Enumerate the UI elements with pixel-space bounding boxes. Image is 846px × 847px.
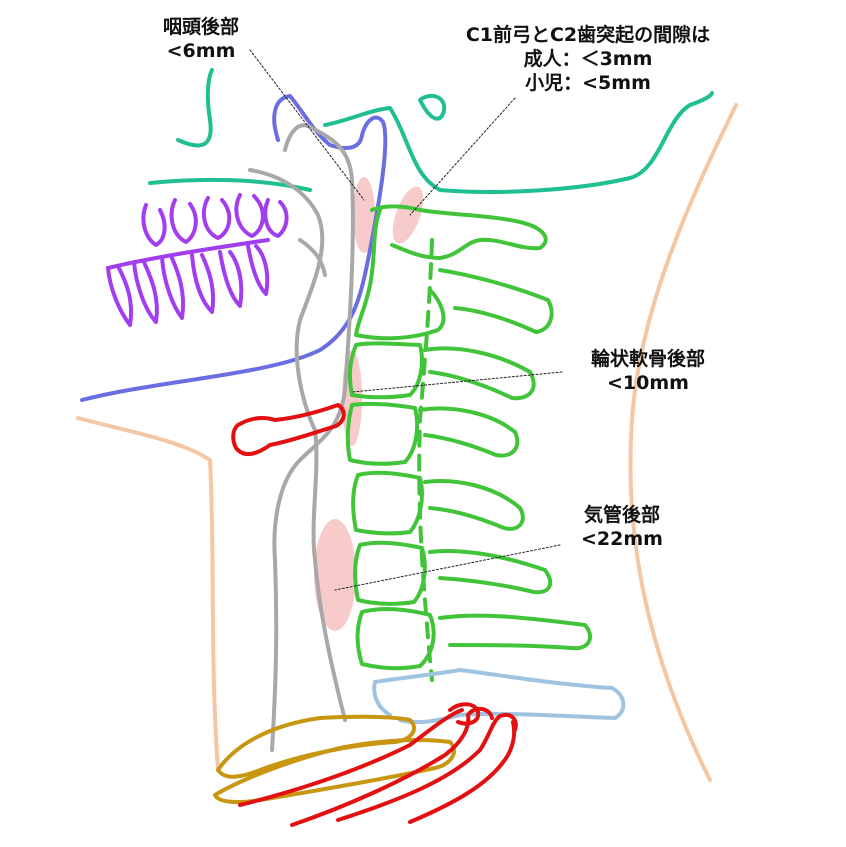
c2-axis-body	[354, 208, 446, 341]
pharynx-value: <6mm	[166, 39, 236, 62]
skin-front-of-neck	[76, 416, 220, 772]
pharynx-title: 咽頭後部	[162, 16, 239, 38]
rib-4	[408, 720, 517, 824]
c4-spinous	[418, 406, 520, 458]
c3-spinous	[423, 346, 536, 401]
leader-lines	[249, 49, 563, 591]
upper-molar-5	[263, 198, 289, 238]
clavicle-upper	[216, 714, 416, 779]
airway-outline	[248, 123, 355, 752]
rib-3	[336, 713, 518, 822]
prevertebral-trachea-highlight	[314, 519, 356, 631]
rib-1	[238, 708, 464, 807]
spinal-canal-line	[417, 238, 434, 682]
scapula-medial	[372, 680, 392, 717]
skull-base-occiput	[323, 91, 714, 194]
occlusal-line	[106, 238, 270, 270]
skin-outline	[76, 103, 738, 782]
pharynx-leader	[249, 49, 365, 201]
lower-tooth-2	[132, 260, 159, 324]
ribs	[238, 702, 518, 827]
c5-spinous	[423, 479, 525, 531]
cervical-spine	[345, 204, 592, 682]
mandible-ramus	[80, 94, 388, 402]
lower-tooth-6	[246, 244, 270, 296]
skull-mastoid-loop	[418, 93, 447, 121]
cricoid-label: 輪状軟骨後部 <10mm	[568, 348, 728, 396]
cricoid-value: <10mm	[607, 371, 689, 394]
trachea-leader	[334, 544, 561, 591]
rib-head-loop	[448, 702, 481, 726]
skull-upper-hook	[176, 68, 214, 148]
atlanto-dens-leader	[409, 97, 516, 216]
skin-back-of-neck	[628, 103, 738, 782]
upper-molar-1	[141, 203, 167, 247]
pharynx-label: 咽頭後部 <6mm	[148, 16, 254, 64]
c5-body	[351, 470, 424, 536]
c1-atlas	[370, 204, 548, 260]
upper-molar-3	[201, 196, 232, 240]
atlanto-dens-child: 小児：<5mm	[525, 71, 651, 94]
c7-body	[355, 607, 436, 671]
airway-epiglottis	[298, 238, 327, 277]
c6-body	[353, 540, 427, 606]
mandible-outline	[80, 94, 388, 402]
c3-body	[347, 341, 424, 400]
c2-spinous	[438, 268, 554, 334]
atlanto-dens-highlight	[392, 186, 424, 244]
atlanto-dens-title: C1前弓とC2歯突起の間隙は	[465, 24, 711, 46]
lower-tooth-3	[160, 256, 185, 320]
lower-tooth-5	[218, 250, 244, 308]
c6-spinous	[428, 548, 553, 595]
cricoid-title: 輪状軟骨後部	[590, 348, 705, 370]
atlanto-dens-label: C1前弓とC2歯突起の間隙は 成人：＜3mm 小児：<5mm	[432, 24, 744, 95]
lower-tooth-1	[106, 264, 133, 327]
scapula-outline	[372, 668, 626, 725]
trachea-title: 気管後部	[583, 504, 660, 526]
airway-anterior-wall	[248, 168, 347, 722]
cricoid-leader	[351, 371, 563, 393]
prevertebral-pharynx-highlight	[353, 177, 375, 253]
lower-tooth-4	[190, 253, 215, 314]
trachea-label: 気管後部 <22mm	[566, 504, 678, 552]
atlanto-dens-adult: 成人：＜3mm	[523, 47, 653, 70]
trachea-value: <22mm	[581, 527, 663, 550]
scapula-upper-border	[373, 668, 626, 725]
c7-spinous	[438, 613, 592, 651]
c4-body	[345, 401, 420, 466]
hyoid-body	[231, 403, 346, 457]
airway-posterior-wall	[270, 123, 355, 752]
upper-molar-2	[169, 198, 198, 244]
teeth	[106, 193, 289, 327]
upper-molar-4	[234, 193, 265, 238]
hyoid-bone	[231, 403, 346, 457]
